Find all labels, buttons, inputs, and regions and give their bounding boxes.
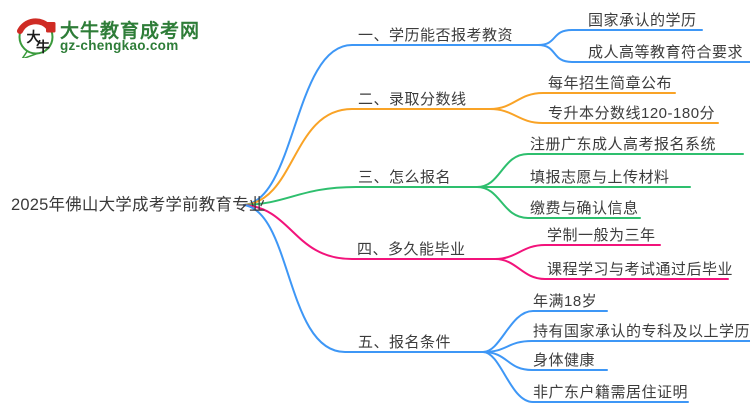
root-node: 2025年佛山大学成考学前教育专业 <box>11 196 266 214</box>
logo-domain: gz-chengkao.com <box>60 38 179 53</box>
branch-2-child-1: 每年招生简章公布 <box>548 75 673 92</box>
logo-char-1: 大 <box>27 29 41 45</box>
logo-site-name: 大牛教育成考网 <box>60 21 201 42</box>
branch-5-child-4-line <box>482 351 689 403</box>
site-logo[interactable]: 大 牛 大牛教育成考网 gz-chengkao.com <box>10 8 210 58</box>
branch-4-child-1-line <box>494 244 661 260</box>
branch-5-label: 五、报名条件 <box>358 334 452 351</box>
branch-4-curve <box>243 204 496 260</box>
branch-1-label: 一、学历能否报考教资 <box>358 27 514 44</box>
branch-4-child-2: 课程学习与考试通过后毕业 <box>547 261 734 278</box>
branch-1-curve <box>243 44 539 206</box>
branch-1-child-1-line <box>537 29 703 46</box>
branch-2-child-2: 专升本分数线120-180分 <box>548 105 716 122</box>
branch-5-child-2: 持有国家承认的专科及以上学历 <box>533 323 750 340</box>
branch-5-child-3-line <box>482 351 608 371</box>
branch-3-child-1: 注册广东成人高考报名系统 <box>530 136 717 153</box>
branch-3-child-1-line <box>476 153 744 188</box>
logo-char-2: 牛 <box>36 39 50 55</box>
branch-5-child-4: 非广东户籍需居住证明 <box>533 384 689 401</box>
daniu-logo-icon: 大 牛 <box>17 18 56 58</box>
branch-4-child-1: 学制一般为三年 <box>547 227 656 244</box>
branch-1-child-2-line <box>537 44 750 63</box>
branch-3-curve <box>243 186 478 206</box>
branch-3-child-2: 填报志愿与上传材料 <box>530 169 670 186</box>
branch-2-label: 二、录取分数线 <box>358 91 467 108</box>
branch-4-label: 四、多久能毕业 <box>357 241 466 258</box>
branch-5-child-1: 年满18岁 <box>533 293 598 310</box>
branch-1-child-1: 国家承认的学历 <box>588 12 697 29</box>
branch-5-curve <box>243 204 484 353</box>
branch-1-child-2: 成人高等教育符合要求 <box>588 44 744 61</box>
branch-5-child-2-line <box>482 340 750 353</box>
branch-3-label: 三、怎么报名 <box>358 169 452 186</box>
branch-2-curve <box>243 108 491 206</box>
branch-2-child-2-line <box>489 108 719 124</box>
branch-2-child-1-line <box>489 92 676 110</box>
branch-5-child-3: 身体健康 <box>533 352 596 369</box>
branch-3-child-3-line <box>476 186 641 219</box>
branch-3-child-3: 缴费与确认信息 <box>530 200 639 217</box>
branch-5-child-1-line <box>482 310 608 353</box>
branch-4-child-2-line <box>494 258 729 280</box>
